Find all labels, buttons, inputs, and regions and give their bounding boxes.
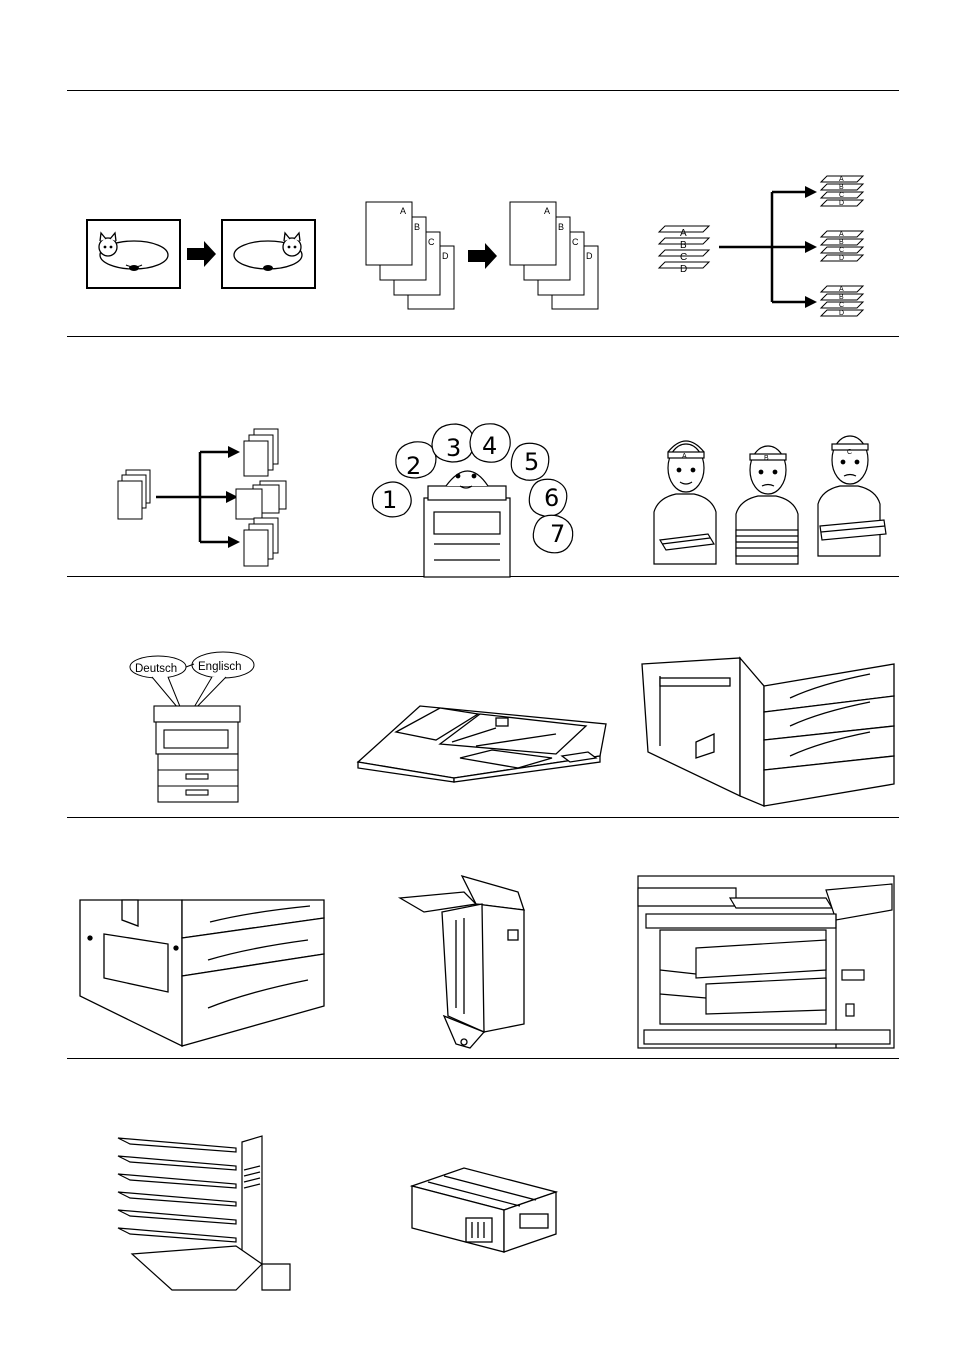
arrow-right-icon — [187, 241, 216, 267]
set1-b: B — [839, 184, 844, 191]
divider-row1 — [67, 336, 899, 337]
thinking-copier-illustration: 1 2 3 4 5 6 7 — [368, 420, 583, 578]
offset-output-illustration — [114, 426, 294, 571]
count-3: 3 — [446, 434, 461, 462]
set1-a: A — [839, 176, 844, 183]
count-4: 4 — [482, 432, 497, 460]
set2-a: A — [839, 231, 844, 238]
sort-src-b: B — [680, 240, 687, 251]
internal-tray-illustration — [636, 874, 896, 1050]
set1-c: C — [839, 192, 844, 199]
sorted-set-3: A B C D — [819, 285, 865, 317]
copier-icon — [637, 875, 895, 1049]
cartridge-icon — [409, 1167, 559, 1253]
worker-badge-c: C — [847, 449, 852, 456]
set2-c: C — [839, 247, 844, 254]
worker-badge-a: A — [682, 453, 687, 460]
sort-arrows-icon — [156, 450, 230, 544]
document-processor-illustration — [356, 700, 611, 783]
copier-icon — [153, 705, 241, 803]
count-5: 5 — [524, 448, 539, 476]
image-mode-illustration — [86, 219, 318, 291]
page-stack-illustration: A B C D A B C D — [364, 200, 604, 312]
workers-illustration: A B C — [648, 430, 894, 566]
paper-feeder-icon — [79, 899, 325, 1048]
divider-row3 — [67, 817, 899, 818]
set3-d: D — [839, 310, 844, 317]
count-1: 1 — [382, 486, 397, 514]
thought-clouds — [371, 423, 574, 554]
language-copier-illustration: Deutsch Englisch — [128, 648, 258, 806]
cat-image-icon — [98, 231, 169, 271]
count-2: 2 — [406, 452, 421, 480]
set1-d: D — [839, 200, 844, 207]
worker-icon — [735, 445, 799, 565]
bubble-source-language: Deutsch — [135, 663, 177, 675]
sort-illustration: A B C D A B C D — [655, 170, 870, 325]
stack-letter-d: D — [442, 251, 449, 261]
sorted-source-stack: A B C D — [657, 225, 711, 275]
sorter-icon — [117, 1135, 291, 1291]
paper-feeder-icon — [641, 656, 895, 807]
set3-a: A — [839, 286, 844, 293]
paper-feeder-illustration — [640, 656, 896, 807]
stack-letter-c: C — [428, 237, 435, 247]
set2-d: D — [839, 255, 844, 262]
stack2-letter-d: D — [586, 251, 593, 261]
stack2-letter-a: A — [544, 206, 550, 216]
page-stack-icon — [365, 201, 455, 310]
sort-src-a: A — [680, 228, 687, 239]
worker-badge-b: B — [764, 455, 769, 462]
sort-arrows-icon — [719, 190, 807, 304]
stack-letter-a: A — [400, 206, 406, 216]
sort-src-c: C — [680, 252, 687, 263]
thinking-copier-icon — [423, 470, 511, 578]
stack2-letter-c: C — [572, 237, 579, 247]
set3-b: B — [839, 294, 844, 301]
sort-src-d: D — [680, 264, 687, 275]
sorted-set-1: A B C D — [819, 175, 865, 207]
finisher-illustration — [397, 868, 538, 1052]
divider-top — [67, 90, 899, 91]
set3-c: C — [839, 302, 844, 309]
cartridge-illustration — [408, 1162, 560, 1256]
worker-icon — [817, 435, 887, 557]
stack2-letter-b: B — [558, 222, 564, 232]
stack-letter-b: B — [414, 222, 420, 232]
set2-b: B — [839, 239, 844, 246]
sorter-illustration — [112, 1134, 294, 1292]
document-processor-icon — [356, 705, 607, 783]
count-7: 7 — [550, 520, 565, 548]
arrow-right-icon — [468, 243, 497, 269]
finisher-icon — [397, 874, 525, 1049]
count-6: 6 — [544, 484, 559, 512]
bubble-target-language: Englisch — [198, 661, 241, 673]
sorted-set-2: A B C D — [819, 230, 865, 262]
divider-row4 — [67, 1058, 899, 1059]
large-feeder-illustration — [78, 896, 328, 1052]
worker-icon — [653, 440, 717, 565]
